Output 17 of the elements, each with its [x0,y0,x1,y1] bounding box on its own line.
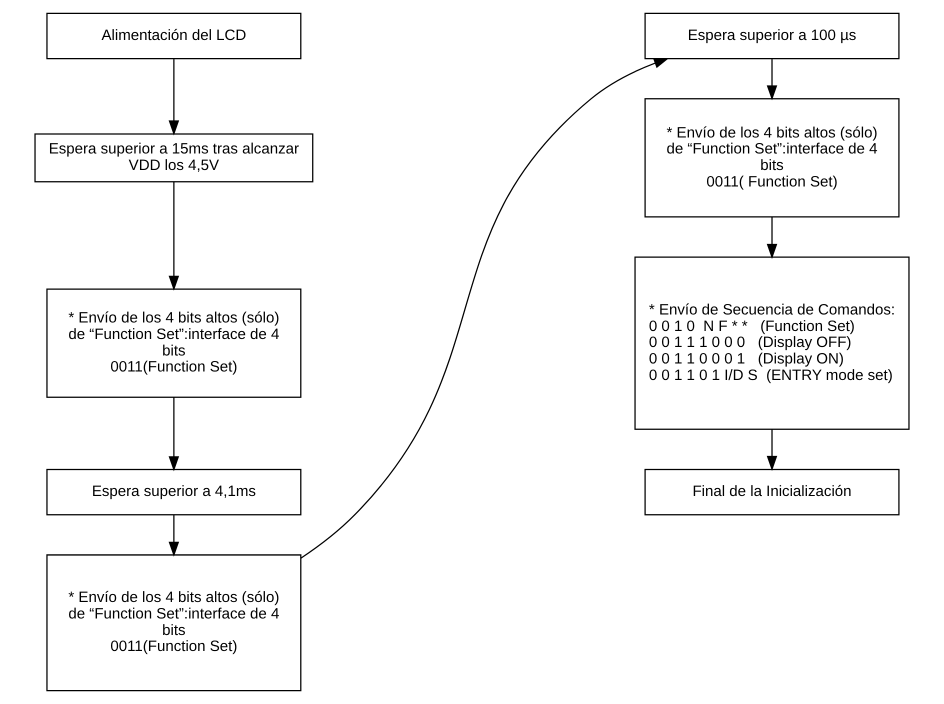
node-box: Espera superior a 100 µs [644,12,900,60]
arrow [168,59,180,136]
arrow [168,397,180,472]
arrow [168,515,180,557]
node-box: Espera superior a 4,1ms [46,468,302,516]
node-box: * Envío de Secuencia de Comandos: 0 0 1 0 N F * * (Function Set) 0 0 1 1 1 0 0 0 (Display OFF) 0 0 1 1 0 0 0 1 (Display ON) 0 0 1 1 0 1 I/D S (ENTRY mode set) [634,256,910,430]
arrow [168,182,180,291]
arrow [766,59,778,100]
node-box: * Envío de los 4 bits altos (sólo) de “Function Set”:interface de 4 bits 0011(Function Set) [46,288,302,398]
arrow [300,58,669,559]
node-box: Final de la Inicialización [644,468,900,516]
node-box: * Envío de los 4 bits altos (sólo) de “Function Set”:interface de 4 bits 0011(Function Set) [46,554,302,692]
arrow [766,430,778,471]
node-box: * Envío de los 4 bits altos (sólo) de “Function Set”:interface de 4 bits 0011( Function Set) [644,98,900,218]
arrow [766,216,778,259]
node-box: Alimentación del LCD [46,12,302,60]
node-box: Espera superior a 15ms tras alcanzar VDD los 4,5V [34,133,314,182]
